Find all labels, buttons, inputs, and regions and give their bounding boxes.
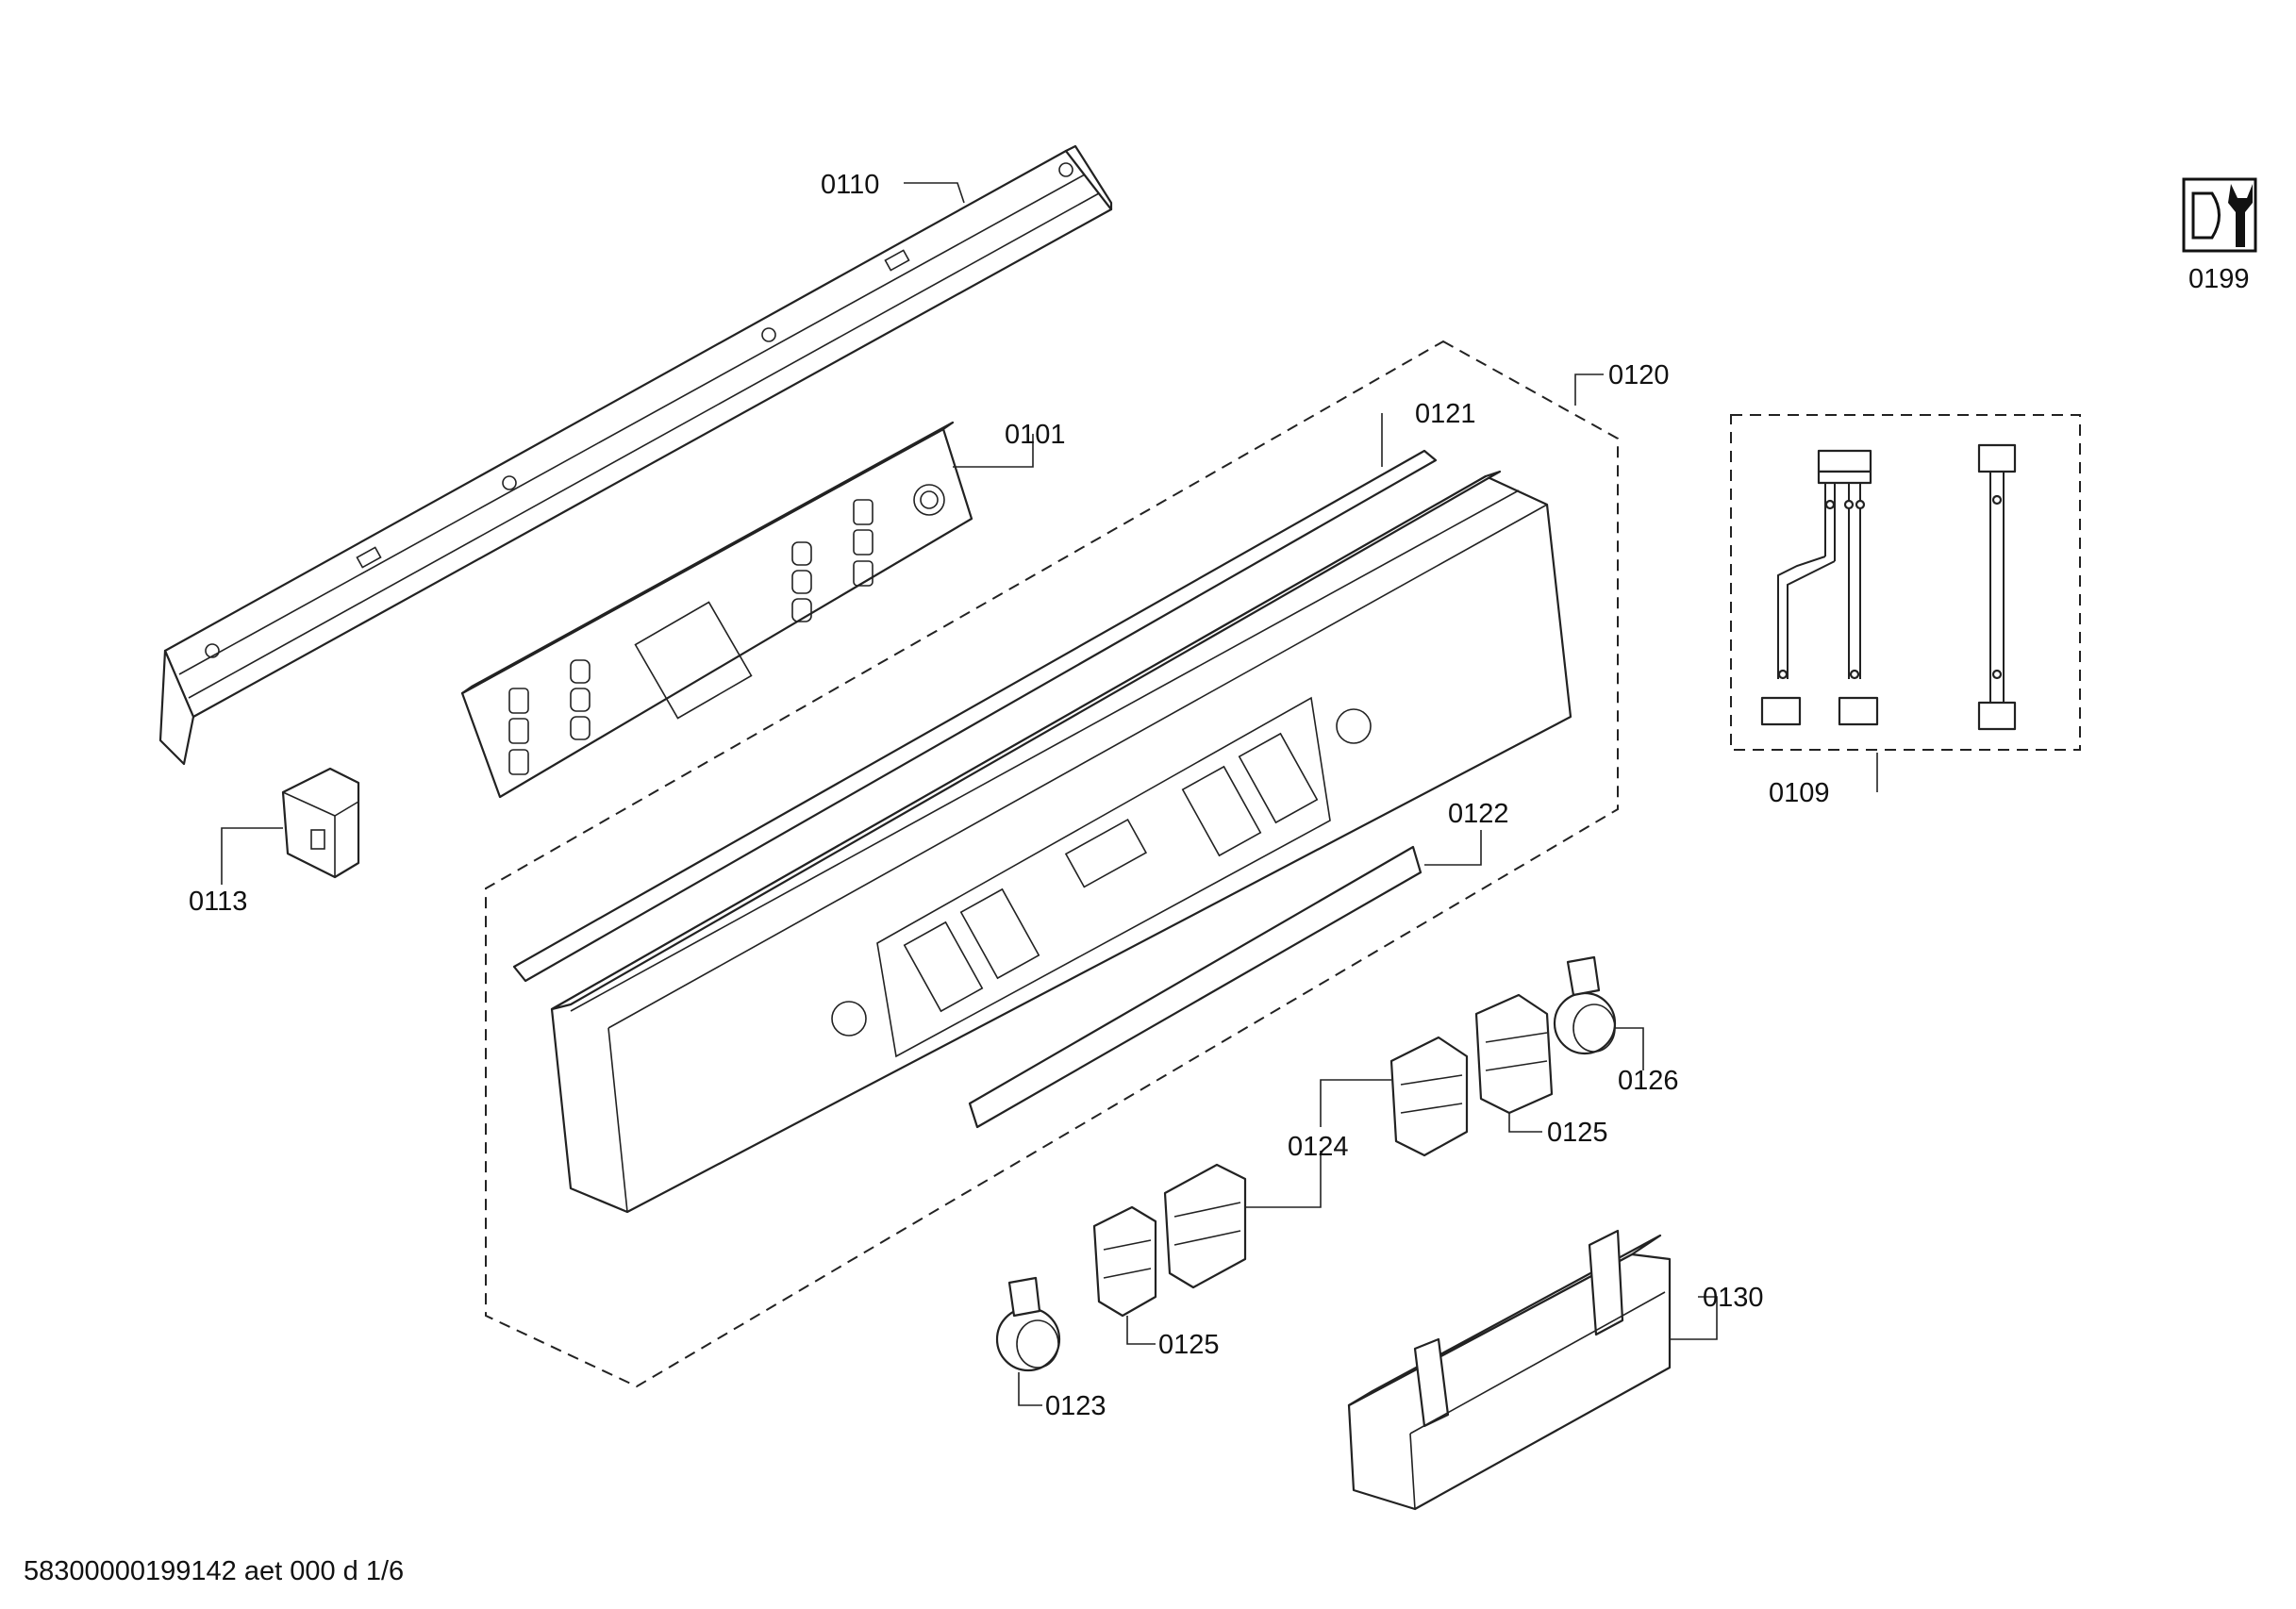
- label-0199: 0199: [2188, 264, 2250, 294]
- leader-0124-lower: [1245, 1151, 1322, 1208]
- label-0121: 0121: [1415, 399, 1476, 429]
- label-0109: 0109: [1769, 778, 1830, 808]
- label-0130: 0130: [1703, 1283, 1764, 1313]
- leader-0110: [904, 182, 965, 204]
- part-0130-bracket: [1347, 1229, 1672, 1511]
- leader-0130: [1670, 1296, 1718, 1340]
- part-0124-button-block-lower: [1163, 1163, 1247, 1289]
- label-0110: 0110: [821, 170, 879, 200]
- label-0113: 0113: [189, 887, 247, 917]
- part-0125-button-block-lower: [1092, 1205, 1157, 1318]
- leader-0124: [1320, 1079, 1391, 1127]
- leader-0122: [1424, 830, 1482, 866]
- part-0121-strip: [512, 449, 1438, 983]
- part-0109-wiring-harness: [1760, 443, 2017, 731]
- label-0125-lower: 0125: [1158, 1330, 1220, 1360]
- wrench-service-icon: [2182, 177, 2257, 253]
- part-0122-trim: [968, 845, 1423, 1129]
- leader-0120: [1574, 373, 1604, 406]
- label-0123: 0123: [1045, 1391, 1106, 1421]
- part-0101-control-module: [460, 421, 973, 799]
- label-0120: 0120: [1608, 360, 1670, 390]
- leader-0123: [1018, 1372, 1042, 1406]
- assembly-0120-boundary: [485, 340, 1619, 1388]
- leader-0125b: [1126, 1316, 1156, 1345]
- leader-0125a: [1508, 1113, 1542, 1133]
- part-0110-rail: [158, 144, 1113, 766]
- part-0126-knob: [1553, 955, 1617, 1055]
- label-0124: 0124: [1288, 1132, 1349, 1162]
- document-footer-code: 58300000199142 aet 000 d 1/6: [24, 1556, 404, 1586]
- label-0122: 0122: [1448, 799, 1509, 829]
- part-0120-fascia-panel: [550, 470, 1572, 1214]
- leader-0126: [1615, 1027, 1644, 1070]
- part-0125-button-block-upper: [1474, 993, 1554, 1115]
- part-0123-knob: [995, 1276, 1061, 1372]
- harness-0109-boundary: [1730, 414, 2081, 751]
- label-0125-upper: 0125: [1547, 1118, 1608, 1148]
- label-0101: 0101: [1005, 420, 1066, 450]
- leader-0113: [221, 827, 283, 885]
- leader-0101: [953, 434, 1034, 468]
- part-0113-clip: [281, 767, 360, 879]
- part-0124-button-block-mid: [1389, 1036, 1469, 1157]
- label-0126: 0126: [1618, 1066, 1679, 1096]
